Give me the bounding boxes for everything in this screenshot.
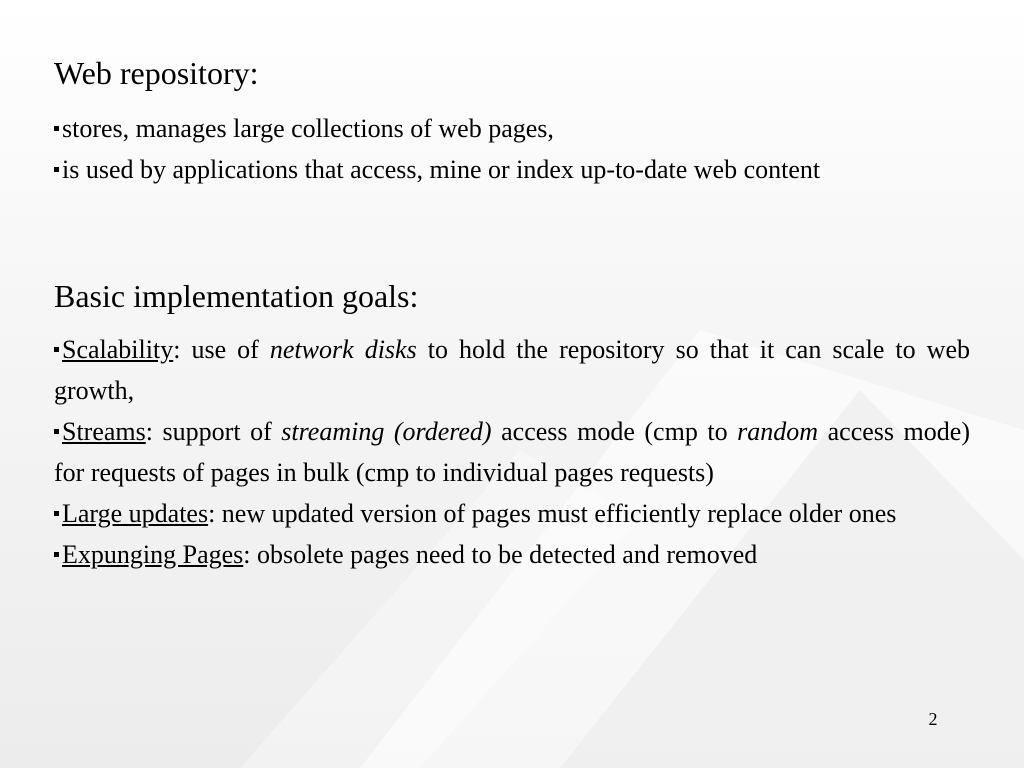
goal-term: Large updates [62, 499, 209, 528]
bullet-marker [54, 511, 59, 516]
bullet-marker [54, 126, 59, 131]
background-chevron-shape-2 [560, 390, 1024, 768]
goal-emphasis: network disks [269, 335, 417, 364]
goal-expunging-pages: Expunging Pages: obsolete pages need to … [54, 534, 970, 575]
bullet-marker [54, 347, 59, 352]
implementation-goals-list: Scalability: use of network disks to hol… [54, 329, 970, 575]
web-repository-list: stores, manages large collections of web… [54, 108, 970, 190]
goal-term: Streams [62, 417, 146, 446]
goal-text: to hold the repository so that it can sc… [54, 335, 970, 405]
item-text: is used by applications that access, min… [62, 155, 821, 184]
heading-web-repository: Web repository: [54, 55, 259, 91]
background-chevron-shape [360, 330, 1024, 768]
item-text: stores, manages large collections of web… [62, 114, 554, 143]
goal-text: access mode (cmp to [491, 417, 738, 446]
bullet-marker [54, 167, 59, 172]
goal-scalability: Scalability: use of network disks to hol… [54, 329, 970, 411]
goal-text: : support of [145, 417, 282, 446]
goal-emphasis: random [737, 417, 819, 446]
background-chevron-shape-3 [240, 450, 640, 768]
goal-text: : new updated version of pages must effi… [208, 499, 897, 528]
goal-term: Expunging Pages [62, 540, 244, 569]
goal-large-updates: Large updates: new updated version of pa… [54, 493, 970, 534]
goal-emphasis: streaming (ordered) [281, 417, 492, 446]
page-number: 2 [928, 709, 938, 729]
list-item: stores, manages large collections of web… [54, 108, 970, 149]
bullet-marker [54, 429, 59, 434]
bullet-marker [54, 552, 59, 557]
list-item: is used by applications that access, min… [54, 149, 970, 190]
goal-text: : obsolete pages need to be detected and… [243, 540, 758, 569]
goal-term: Scalability [62, 335, 174, 364]
goal-text: : use of [173, 335, 270, 364]
goal-text: access mode) for requests of pages in bu… [54, 417, 970, 487]
heading-implementation-goals: Basic implementation goals: [54, 278, 419, 314]
goal-streams: Streams: support of streaming (ordered) … [54, 411, 970, 493]
